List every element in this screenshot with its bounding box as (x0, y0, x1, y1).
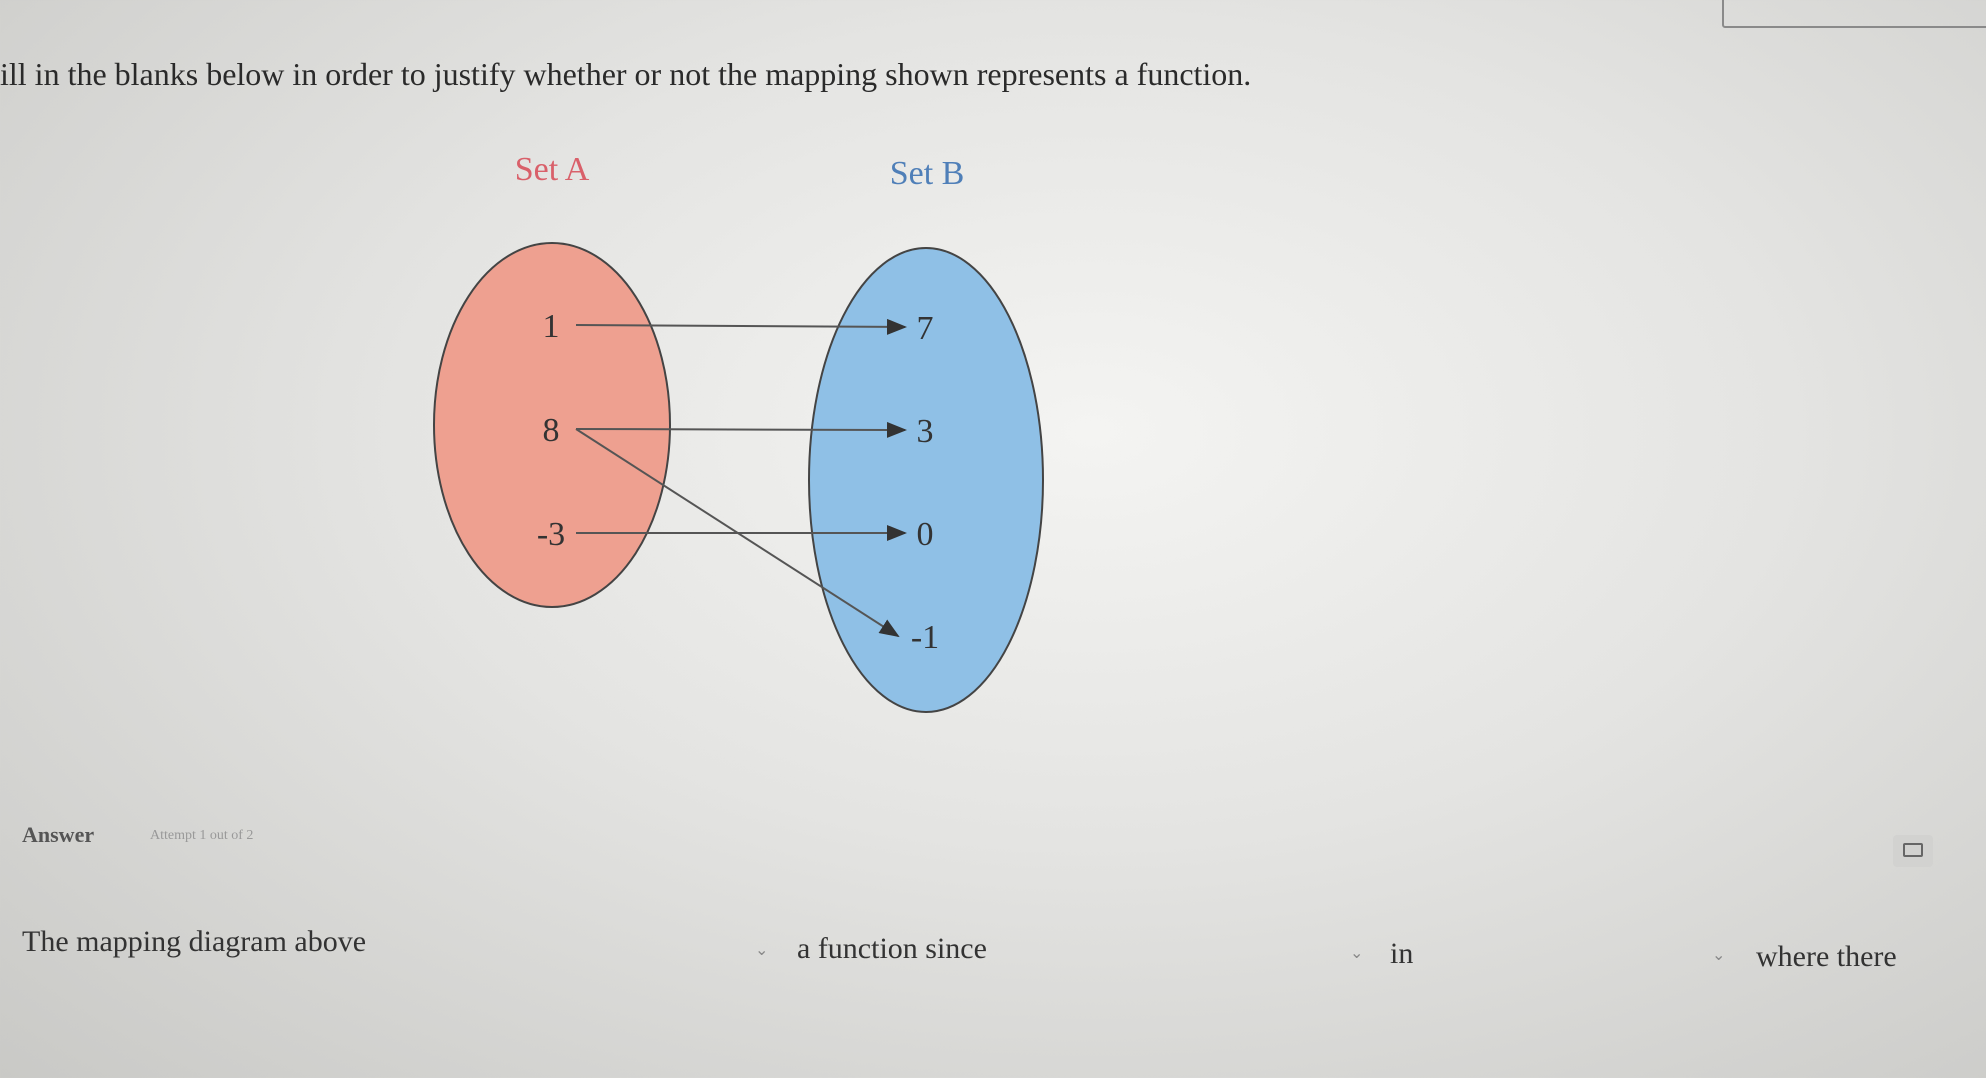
sentence-part-3: in (1390, 937, 1414, 970)
answer-label: Answer (22, 822, 95, 847)
set-b-element: 0 (917, 516, 934, 553)
set-b-element: -1 (911, 619, 939, 656)
sentence-part-1: The mapping diagram above (22, 925, 367, 958)
set-a-element: 1 (543, 308, 560, 345)
mapping-arrow (575, 318, 907, 335)
set-a-oval (433, 242, 671, 608)
set-b-label: Set B (890, 155, 965, 192)
dropdown-2[interactable]: ⌄ (1350, 943, 1363, 963)
sentence-part-4: where there (1756, 940, 1897, 973)
chevron-down-icon: ⌄ (1350, 945, 1364, 962)
mapping-arrow (575, 428, 900, 638)
sentence-part-2: a function since (797, 932, 987, 965)
chevron-down-icon: ⌄ (1712, 947, 1726, 964)
top-right-button[interactable] (1722, 0, 1986, 28)
chevron-down-icon: ⌄ (755, 942, 769, 959)
question-prompt: ill in the blanks below in order to just… (0, 56, 1252, 92)
set-b-element: 3 (917, 413, 934, 450)
attempt-counter: Attempt 1 out of 2 (150, 828, 254, 843)
keyboard-icon[interactable] (1893, 835, 1933, 867)
set-b-oval (808, 247, 1044, 713)
set-a-label: Set A (515, 151, 590, 188)
set-a-element: -3 (537, 516, 565, 553)
dropdown-3[interactable]: ⌄ (1712, 945, 1725, 965)
mapping-arrow (575, 421, 907, 438)
dropdown-1[interactable]: ⌄ (755, 940, 768, 960)
set-a-element: 8 (543, 412, 560, 449)
set-b-element: 7 (917, 310, 934, 347)
